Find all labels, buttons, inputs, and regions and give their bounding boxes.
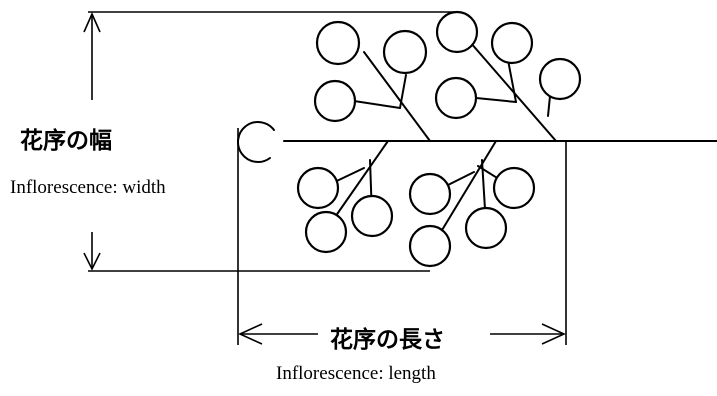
flower-circle [350, 194, 394, 238]
flower-circle [313, 79, 357, 123]
width-arrow-down-head [83, 252, 101, 271]
width-arrow-up-head [83, 12, 101, 33]
width-label-japanese: 花序の幅 [20, 121, 112, 155]
upper-branch-stalk [547, 95, 551, 117]
flower-circle [490, 21, 534, 65]
flower-circle [434, 76, 478, 120]
upper-branch-stalk [399, 74, 407, 109]
upper-branch-stalk [507, 59, 517, 103]
flower-circle [492, 166, 536, 210]
flower-circle [408, 224, 452, 268]
flower-circle [408, 172, 452, 216]
terminal-bud [237, 121, 275, 163]
flower-circle [464, 206, 508, 250]
upper-branch-stalk [353, 100, 401, 109]
flower-circle [538, 57, 582, 101]
flower-circle [315, 20, 361, 66]
width-label-english: Inflorescence: width [10, 177, 166, 199]
length-label-english: Inflorescence: length [276, 363, 436, 384]
length-arrow-left-head [238, 323, 263, 345]
flower-circle [296, 166, 340, 210]
length-arrow-right-head [541, 323, 566, 345]
upper-branch-main [363, 51, 431, 142]
length-label-japanese: 花序の長さ [326, 320, 449, 354]
flower-circle [382, 29, 428, 75]
flower-circle [304, 210, 348, 254]
flower-circle [435, 10, 479, 54]
lower-branch-main [435, 140, 497, 241]
